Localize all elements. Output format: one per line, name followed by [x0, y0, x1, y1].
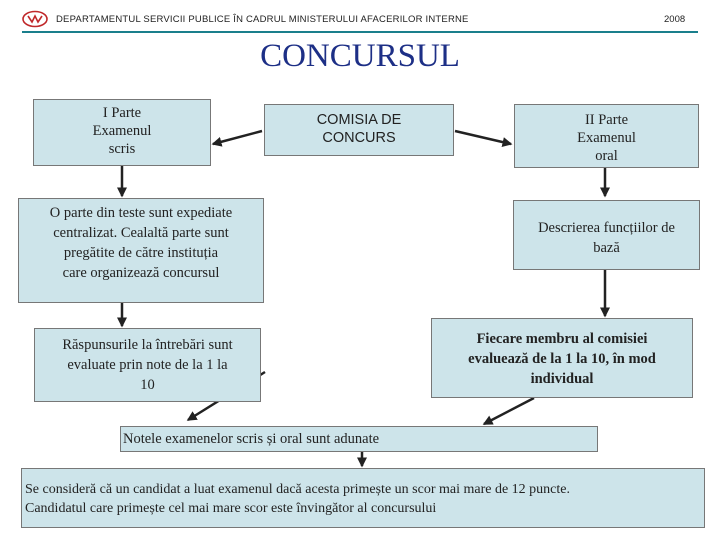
- box-notele-adunate: Notele examenelor scris și oral sunt adu…: [120, 426, 598, 452]
- arrow-comisia-to-partea1: [211, 129, 263, 147]
- header-organization: DEPARTAMENTUL SERVICII PUBLICE ÎN CADRUL…: [56, 14, 469, 25]
- box-raspunsurile: Răspunsurile la întrebări sunt evaluate …: [34, 328, 261, 402]
- ministry-logo-icon: [22, 10, 48, 28]
- box-partea-2: II Parte Examenul oral: [514, 104, 699, 168]
- arrow-fiecare-to-notele: [482, 396, 535, 426]
- box-teste-expediate: O parte din teste sunt expediate central…: [18, 198, 264, 303]
- box-fiecare-membru: Fiecare membru al comisiei evaluează de …: [431, 318, 693, 398]
- arrow-comisia-to-partea2: [454, 129, 513, 147]
- header-year: 2008: [664, 14, 686, 25]
- box-concluzie-final: Se consideră că un candidat a luat exame…: [21, 468, 705, 528]
- page-title: CONCURSUL: [260, 38, 460, 74]
- box-comisia-de-concurs: COMISIA DE CONCURS: [264, 104, 454, 156]
- box-partea-1: I Parte Examenul scris: [33, 99, 211, 166]
- header-divider: [22, 31, 698, 33]
- box-descrierea-functiilor: Descrierea funcțiilor de bază: [513, 200, 700, 270]
- slide-header: DEPARTAMENTUL SERVICII PUBLICE ÎN CADRUL…: [0, 0, 720, 34]
